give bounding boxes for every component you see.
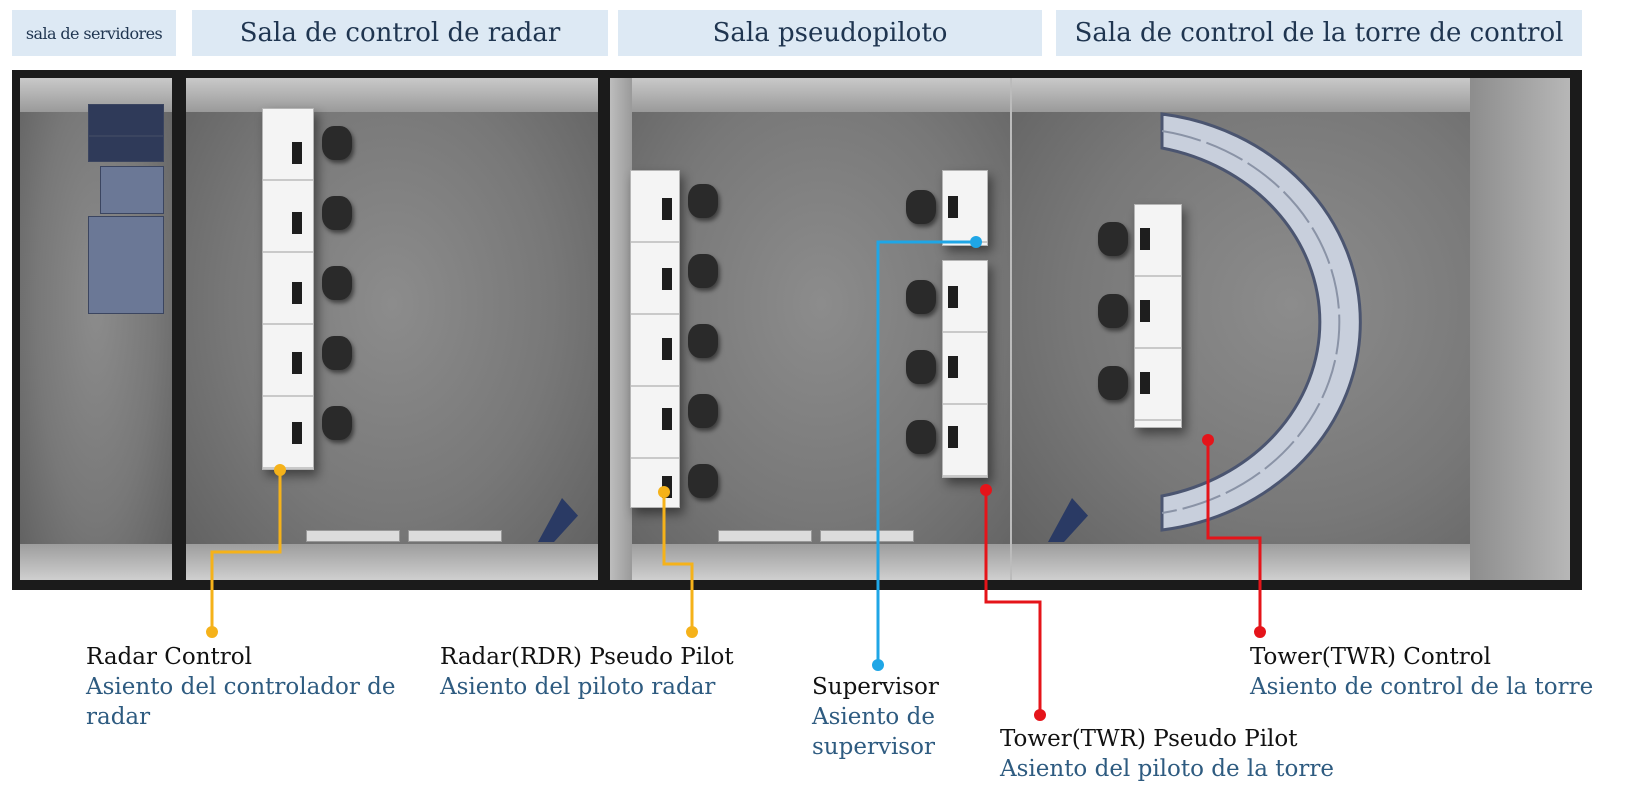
legend-radar-pseudo-pilot-es: Asiento del piloto radar: [440, 674, 716, 700]
legend-radar-control: Radar Control Asiento del controlador de…: [86, 642, 396, 732]
seat-marker-dot: [970, 236, 982, 248]
legend-tower-pseudo-pilot: Tower(TWR) Pseudo Pilot Asiento del pilo…: [1000, 724, 1334, 784]
header-tower-control-room: Sala de control de la torre de control: [1056, 10, 1582, 56]
legend-supervisor-es-1: Asiento de: [812, 704, 935, 730]
leader-line: [210, 470, 282, 632]
label-marker-dot: [1254, 626, 1266, 638]
controller-chair: [322, 196, 352, 230]
legend-supervisor-en: Supervisor: [812, 674, 939, 700]
header-radar-control-room: Sala de control de radar: [192, 10, 608, 56]
pseudo-pilot-chair: [688, 394, 718, 428]
seat-marker-dot: [980, 484, 992, 496]
tower-controller-chair: [1098, 366, 1128, 400]
legend-radar-control-es-1: Asiento del controlador de: [86, 674, 396, 700]
legend-radar-control-es-2: radar: [86, 704, 151, 730]
supervisor-leader: [872, 236, 982, 671]
leader-line: [1206, 440, 1262, 632]
panoramic-tower-screen: [1160, 112, 1362, 532]
legend-tower-control: Tower(TWR) Control Asiento de control de…: [1250, 642, 1593, 702]
server-rack: [88, 136, 164, 162]
radar-pseudo-pilot-leader: [658, 486, 698, 638]
pseudo-pilot-chair: [688, 254, 718, 288]
radar-control-leader: [206, 464, 286, 638]
pseudo-pilot-chair: [688, 324, 718, 358]
legend-tower-pseudo-pilot-es: Asiento del piloto de la torre: [1000, 756, 1334, 782]
legend-radar-pseudo-pilot: Radar(RDR) Pseudo Pilot Asiento del pilo…: [440, 642, 734, 702]
tower-controller-chair: [1098, 294, 1128, 328]
radar-control-room: [186, 78, 598, 580]
controller-chair: [322, 336, 352, 370]
server-rack: [100, 166, 164, 214]
leader-line: [662, 492, 694, 632]
legend-supervisor-es-2: supervisor: [812, 734, 935, 760]
server-rack: [88, 216, 164, 314]
label-marker-dot: [206, 626, 218, 638]
server-rack: [88, 104, 164, 136]
label-marker-dot: [1034, 709, 1046, 721]
label-marker-dot: [872, 659, 884, 671]
tower-pseudo-pilot-chair: [906, 280, 936, 314]
leader-line: [984, 490, 1042, 715]
leader-line: [876, 240, 976, 665]
supervisor-chair: [906, 190, 936, 224]
tower-controller-chair: [1098, 222, 1128, 256]
legend-tower-control-en: Tower(TWR) Control: [1250, 644, 1491, 670]
radar-controller-console: [262, 108, 314, 470]
tower-pseudo-pilot-chair: [906, 350, 936, 384]
seat-marker-dot: [1202, 434, 1214, 446]
header-server-room: sala de servidores: [12, 10, 176, 56]
pseudo-pilot-chair: [688, 184, 718, 218]
controller-chair: [322, 266, 352, 300]
legend-tower-pseudo-pilot-en: Tower(TWR) Pseudo Pilot: [1000, 726, 1298, 752]
header-pseudo-pilot-room: Sala pseudopiloto: [618, 10, 1042, 56]
tower-control-room: [1012, 78, 1570, 580]
tower-pseudo-pilot-chair: [906, 420, 936, 454]
legend-radar-pseudo-pilot-en: Radar(RDR) Pseudo Pilot: [440, 644, 734, 670]
tower-control-leader: [1202, 434, 1266, 638]
pseudo-pilot-chair: [688, 464, 718, 498]
seat-marker-dot: [658, 486, 670, 498]
tower-pseudo-pilot-leader: [980, 484, 1046, 721]
legend-supervisor: Supervisor Asiento de supervisor: [812, 672, 939, 762]
controller-chair: [322, 406, 352, 440]
server-room: [20, 78, 172, 580]
label-marker-dot: [686, 626, 698, 638]
seat-marker-dot: [274, 464, 286, 476]
legend-radar-control-en: Radar Control: [86, 644, 252, 670]
floor-plan: [12, 70, 1582, 590]
legend-tower-control-es: Asiento de control de la torre: [1250, 674, 1594, 700]
controller-chair: [322, 126, 352, 160]
pseudo-pilot-room: [610, 78, 1032, 580]
